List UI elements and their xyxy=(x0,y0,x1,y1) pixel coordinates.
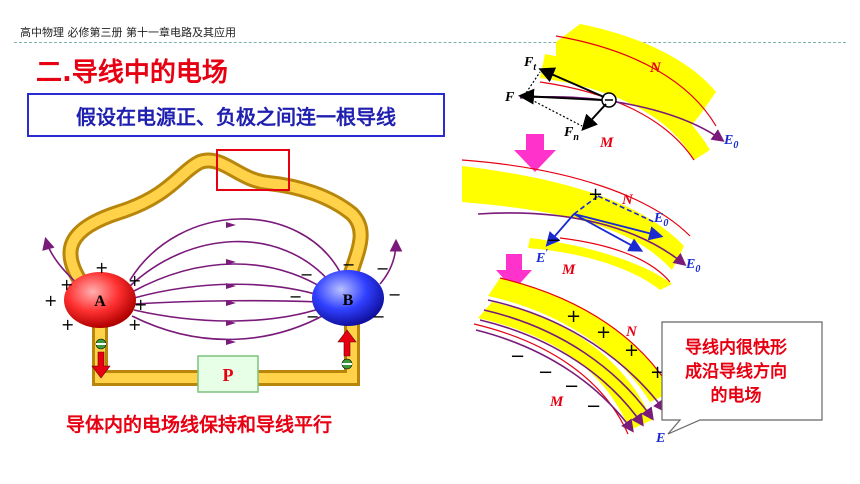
svg-text:+: + xyxy=(596,322,611,343)
svg-text:+: + xyxy=(128,315,141,334)
svg-text:−: − xyxy=(586,396,601,417)
callout-line-1: 导线内很快形 xyxy=(685,338,787,358)
callout-box xyxy=(661,321,823,435)
field-arrows xyxy=(226,222,236,345)
red-arrow-up xyxy=(337,329,357,357)
charges-a: ++ ++ ++ + xyxy=(44,258,147,334)
top-wire xyxy=(62,152,369,300)
panel3-field-lines xyxy=(475,299,666,433)
sphere-b xyxy=(312,270,384,326)
panel2-e0-line xyxy=(477,212,687,267)
figure-caption: 导体内的电场线保持和导线平行 xyxy=(66,414,333,436)
assumption-box: 假设在电源正、负极之间连一根导线 xyxy=(27,93,445,137)
p-label: P xyxy=(223,365,234,385)
svg-text:−: − xyxy=(510,346,525,367)
svg-text:−: − xyxy=(538,362,553,383)
svg-text:−: − xyxy=(300,265,313,284)
sphere-b-label: B xyxy=(343,292,354,309)
svg-text:+: + xyxy=(128,271,141,290)
panel1-edge-n xyxy=(555,35,717,127)
svg-text:M: M xyxy=(561,262,576,278)
svg-text:−: − xyxy=(306,307,319,326)
svg-text:−: − xyxy=(546,230,561,251)
svg-text:−: − xyxy=(342,255,355,274)
svg-text:+: + xyxy=(624,340,639,361)
svg-text:−: − xyxy=(376,259,389,278)
svg-text:Fn: Fn xyxy=(563,125,579,143)
svg-text:−: − xyxy=(564,376,579,397)
svg-text:M: M xyxy=(599,135,614,151)
svg-text:+: + xyxy=(61,315,74,334)
svg-text:E0: E0 xyxy=(685,257,700,275)
sphere-a xyxy=(64,272,136,328)
svg-text:E: E xyxy=(655,431,665,446)
svg-text:+: + xyxy=(134,295,147,314)
panel3-edge-m xyxy=(473,323,629,435)
svg-text:−: − xyxy=(388,285,401,304)
panel-3: ++ ++ −− −− N M E xyxy=(473,277,677,446)
svg-text:+: + xyxy=(60,275,73,294)
charges-b: −− −− −− − xyxy=(289,255,401,326)
svg-text:−: − xyxy=(372,307,385,326)
p-device xyxy=(197,355,259,393)
svg-text:−: − xyxy=(289,287,302,306)
page-title: 二.导线中的电场 xyxy=(36,58,228,88)
panel1-edge-m xyxy=(539,81,695,161)
svg-text:M: M xyxy=(549,394,564,410)
panel-2: + − N M E0 E0 E′ xyxy=(461,159,700,290)
svg-text:N: N xyxy=(621,192,634,208)
svg-text:E0: E0 xyxy=(723,133,738,151)
svg-text:+: + xyxy=(588,184,603,205)
down-arrow-1 xyxy=(514,134,556,172)
svg-text:+: + xyxy=(650,362,665,383)
down-arrow-2 xyxy=(496,254,532,290)
breadcrumb: 高中物理 必修第三册 第十一章电路及其应用 xyxy=(20,26,236,39)
sphere-a-label: A xyxy=(94,293,106,310)
svg-text:+: + xyxy=(566,306,581,327)
circuit-diagram: A B ++ ++ ++ + −− −− −− − P xyxy=(42,149,403,393)
svg-text:N: N xyxy=(625,324,638,340)
svg-text:+: + xyxy=(95,258,108,277)
svg-text:Ft: Ft xyxy=(523,55,537,73)
force-fn-arrow xyxy=(581,103,607,131)
svg-text:+: + xyxy=(44,291,57,310)
panel-1: Ft F Fn N M E0 xyxy=(504,24,738,161)
header-divider xyxy=(14,42,846,43)
red-arrow-down xyxy=(91,351,111,379)
callout-line-3: 的电场 xyxy=(710,386,762,406)
svg-text:E′: E′ xyxy=(535,248,548,266)
svg-text:N: N xyxy=(649,60,662,76)
force-ft-arrow xyxy=(538,67,605,98)
panel2-edge-n xyxy=(461,159,691,237)
svg-text:E0: E0 xyxy=(653,211,668,229)
panel2-edge-m xyxy=(559,237,671,283)
svg-text:F: F xyxy=(504,90,515,105)
callout-text: 导线内很快形 成沿导线方向 的电场 xyxy=(666,336,806,408)
force-f-arrow xyxy=(518,88,603,105)
field-lines xyxy=(42,218,403,341)
highlight-box xyxy=(216,149,290,191)
callout-line-2: 成沿导线方向 xyxy=(685,362,787,382)
